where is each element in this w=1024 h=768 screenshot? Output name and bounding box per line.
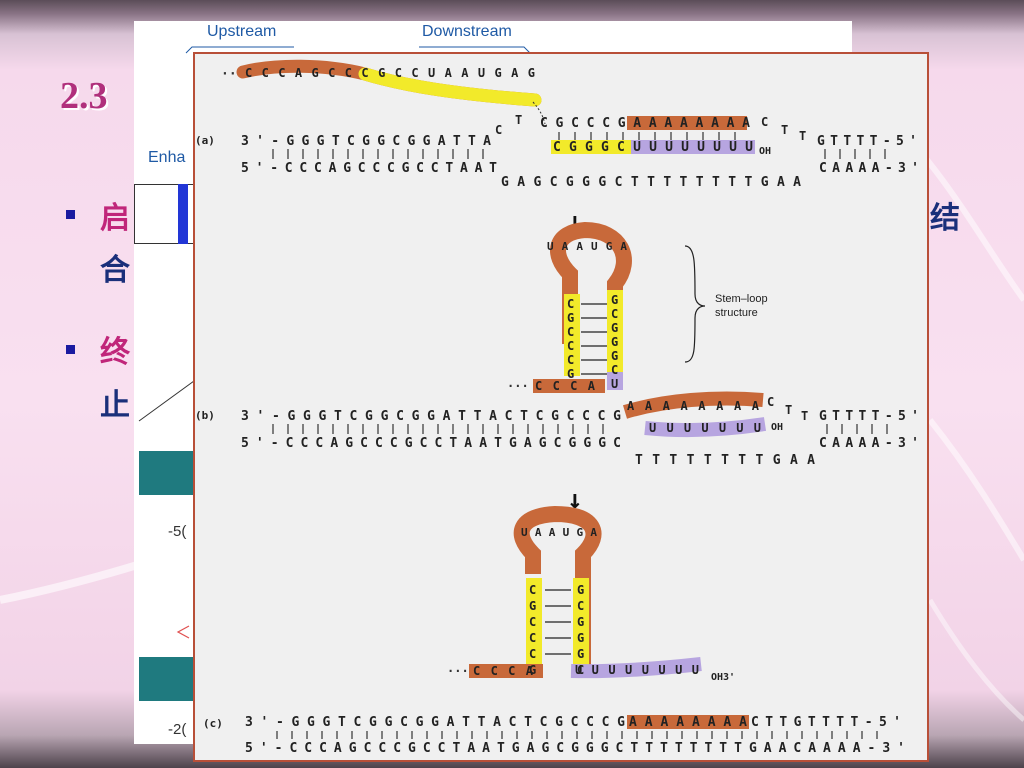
svg-text:T: T [781, 123, 788, 137]
panel-b-dna-top: 3'-GGGTCGGCGGATTACTCGCCCG [241, 409, 621, 424]
panel-b-dna-bottom: 5'-CCCAGCCCGCCTAATGAGCGGGC [241, 436, 621, 451]
position-label: -2( [168, 721, 187, 738]
svg-text:G: G [577, 615, 584, 629]
svg-text:T: T [785, 403, 792, 417]
svg-text:C: C [611, 363, 618, 377]
panel-b-bottom-arc: TTTTTTTTGAA [635, 453, 815, 468]
panel-c-dna-bottom: 5'-CCCAGCCCGCCTAATGAGCGGGCTTTTTTTTGAACAA… [245, 741, 905, 756]
panel-a-bottom-arc: GAGCGGGCTTTTTTTTGAA [501, 175, 801, 190]
panel-a-label: (a) [195, 134, 215, 147]
panel-a-right-pairs [824, 149, 886, 159]
bullet-2-line-1: 终 [100, 335, 130, 370]
svg-text:G: G [529, 663, 536, 677]
panel-a-oh: OH [759, 146, 771, 157]
sequence-band [139, 657, 194, 701]
svg-text:C: C [529, 583, 536, 597]
panel-c-dna-top-left: 3'-GGGTCGGCGGATTACTCGCCCG [245, 715, 625, 730]
svg-text:C: C [529, 631, 536, 645]
bullet-marker [66, 210, 75, 219]
hairpin-2-stem-right: GCG GGC [577, 583, 584, 677]
bullet-marker [66, 345, 75, 354]
promoter-bar [178, 184, 188, 244]
panel-b-dna-right-top: GTTTT-5' [819, 409, 919, 424]
svg-text:G: G [567, 367, 574, 381]
svg-text:G: G [611, 335, 618, 349]
bullet-2-line-2: 止 [100, 388, 130, 423]
panel-a-dna-top: 3'-GGGTCGGCGGATTA [241, 134, 491, 149]
panel-c-label: (c) [203, 717, 223, 730]
svg-text:G: G [611, 321, 618, 335]
svg-text:C: C [577, 599, 584, 613]
panel-c-base-pairs [276, 731, 878, 739]
svg-text:C: C [567, 325, 574, 339]
panel-c-dna-top-right: CTTGTTTT-5' [751, 715, 901, 730]
svg-text:C: C [577, 663, 584, 677]
hairpin-1-stem-left: CGC CCG [567, 297, 574, 381]
panel-b-oh: OH [771, 422, 783, 433]
sequence-band [139, 451, 194, 495]
svg-text:···: ··· [507, 379, 529, 393]
panel-b-dna-right-bottom: CAAAA-3' [819, 436, 919, 451]
mapping-line [138, 380, 195, 639]
panel-a-base-pairs [272, 149, 484, 159]
svg-text:C: C [567, 297, 574, 311]
bullet-1-line-2: 合 [100, 253, 130, 288]
panel-b-label: (b) [195, 409, 215, 422]
svg-text:T: T [801, 409, 808, 423]
hairpin-1-stem-right: GCG GGC U [611, 293, 618, 391]
terminator-diagram: ··· CCCAGCCCGCCUAAUGAG (a) 3'-GGGTCGGCGG… [193, 52, 929, 762]
svg-text:C: C [529, 647, 536, 661]
panel-b-base-pairs [272, 424, 604, 434]
hairpin-2-oh3: OH3' [711, 672, 735, 683]
upstream-label: Upstream [207, 23, 277, 40]
svg-text:G: G [611, 293, 618, 307]
svg-text:G: G [567, 311, 574, 325]
svg-text:C: C [495, 123, 502, 137]
svg-text:G: G [577, 647, 584, 661]
svg-text:C: C [761, 115, 768, 129]
svg-text:G: G [529, 599, 536, 613]
panel-a-hybrid-pairs [558, 132, 736, 142]
panel-a-dna-bottom: 5'-CCCAGCCCGCCTAAT [241, 161, 497, 176]
stem-loop-brace [684, 245, 706, 363]
bullet-1-line-1-end: 结 [930, 201, 960, 236]
svg-text:U: U [611, 377, 618, 391]
hairpin-2-stem-left: CGC CCG [529, 583, 536, 677]
stem-loop-label-2: structure [715, 307, 758, 319]
slide-section-number: 2.3 [60, 75, 108, 117]
svg-text:G: G [577, 583, 584, 597]
svg-text:C: C [611, 307, 618, 321]
svg-text:C: C [767, 395, 774, 409]
svg-text:C: C [567, 353, 574, 367]
svg-text:C: C [567, 339, 574, 353]
svg-text:···: ··· [447, 664, 469, 678]
position-label: -5( [168, 523, 187, 540]
hairpin-2-bonds [545, 589, 571, 655]
terminator-diagram-svg: ··· CCCAGCCCGCCUAAUGAG (a) 3'-GGGTCGGCGG… [195, 59, 919, 756]
stem-loop-label-1: Stem–loop [715, 293, 768, 305]
panel-a-rna-hybrid: CGGGCUUUUUUUU [553, 140, 753, 155]
svg-text:T: T [515, 113, 522, 127]
svg-text:C: C [529, 615, 536, 629]
svg-text:T: T [799, 129, 806, 143]
panel-a-dna-right-bottom: CAAAA-3' [819, 161, 919, 176]
direction-brackets [185, 46, 531, 54]
bullet-1-line-1: 启 [100, 201, 130, 236]
downstream-label: Downstream [422, 23, 512, 40]
hairpin-1-bonds [581, 303, 607, 375]
svg-text:G: G [577, 631, 584, 645]
panel-b-right-pairs [826, 424, 888, 434]
svg-text:G: G [611, 349, 618, 363]
enhancer-label: Enha [148, 149, 186, 166]
panel-a-dna-right-top: GTTTT-5' [817, 134, 917, 149]
